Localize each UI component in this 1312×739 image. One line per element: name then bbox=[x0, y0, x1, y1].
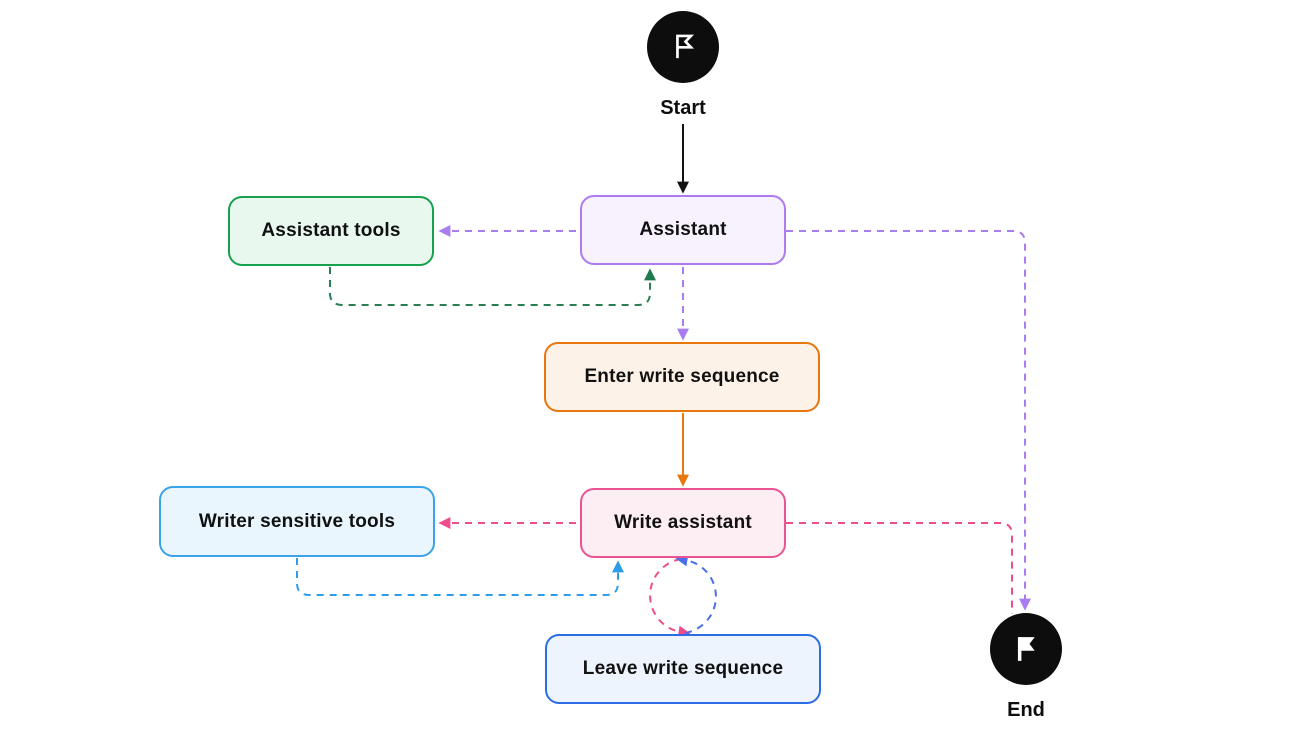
node-leave-write-sequence-label: Leave write sequence bbox=[582, 658, 784, 679]
node-leave-write-sequence: Leave write sequence bbox=[545, 634, 821, 704]
edge-write-assistant-to-leave-write-sequence bbox=[649, 558, 691, 638]
node-assistant: Assistant bbox=[580, 195, 786, 265]
flag-outline-icon bbox=[676, 34, 695, 59]
node-write-assistant: Write assistant bbox=[580, 488, 786, 558]
node-writer-sensitive-tools: Writer sensitive tools bbox=[159, 486, 435, 557]
node-assistant-tools-label: Assistant tools bbox=[261, 220, 401, 241]
flag-filled-icon bbox=[1017, 637, 1035, 661]
end-label: End bbox=[1007, 699, 1045, 721]
edge-writer-sensitive-tools-to-write-assistant bbox=[296, 558, 624, 596]
node-write-assistant-label: Write assistant bbox=[614, 512, 752, 533]
node-start bbox=[647, 11, 719, 83]
node-enter-write-sequence-label: Enter write sequence bbox=[584, 366, 780, 387]
node-end bbox=[990, 613, 1062, 685]
edge-assistant-tools-to-assistant bbox=[329, 267, 656, 306]
node-writer-sensitive-tools-label: Writer sensitive tools bbox=[198, 510, 396, 532]
node-assistant-tools: Assistant tools bbox=[228, 196, 434, 266]
edge-leave-write-sequence-to-write-assistant bbox=[675, 554, 717, 634]
edge-write-assistant-to-end bbox=[786, 522, 1013, 614]
start-label: Start bbox=[660, 97, 706, 119]
node-assistant-label: Assistant bbox=[639, 219, 727, 240]
node-enter-write-sequence: Enter write sequence bbox=[544, 342, 820, 412]
edge-assistant-to-end bbox=[786, 230, 1031, 611]
